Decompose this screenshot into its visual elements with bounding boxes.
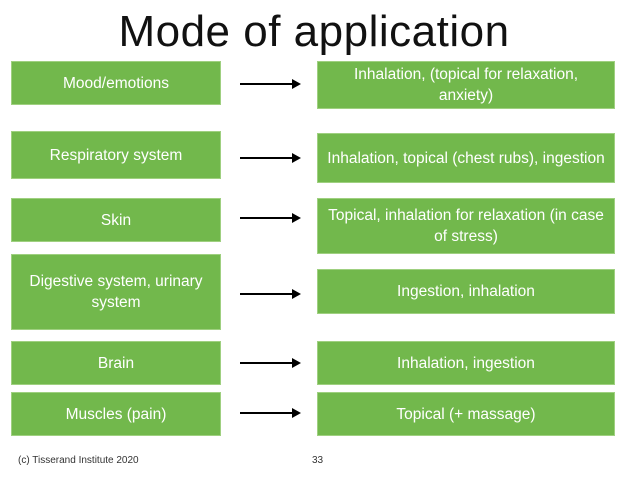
arrow-right-icon — [240, 289, 301, 299]
body-system-label: Brain — [97, 354, 135, 372]
body-system-box: Skin — [11, 198, 221, 242]
application-mode-label: Ingestion, inhalation — [397, 283, 535, 300]
application-mode-label: Inhalation, (topical for relaxation, anx… — [353, 66, 579, 104]
body-system-label: Digestive system, urinary system — [29, 273, 203, 311]
application-mode-label: Inhalation, topical (chest rubs), ingest… — [327, 149, 605, 167]
application-mode-label: Topical (+ massage) — [396, 405, 536, 423]
body-system-label: Respiratory system — [49, 146, 183, 164]
application-mode-box: Inhalation, topical (chest rubs), ingest… — [317, 133, 615, 183]
body-system-label: Mood/emotions — [63, 74, 169, 92]
arrow-right-icon — [240, 358, 301, 368]
application-mode-box: Ingestion, inhalation — [317, 269, 615, 314]
body-system-label: Muscles (pain) — [65, 405, 167, 423]
body-system-box: Mood/emotions — [11, 61, 221, 105]
body-system-box: Muscles (pain) — [11, 392, 221, 436]
page-number: 33 — [312, 455, 324, 466]
arrow-right-icon — [240, 408, 301, 418]
copyright-text: (c) Tisserand Institute 2020 — [18, 455, 139, 466]
body-system-box: Digestive system, urinary system — [11, 254, 221, 330]
arrow-right-icon — [240, 79, 301, 89]
application-mode-box: Inhalation, (topical for relaxation, anx… — [317, 61, 615, 109]
arrow-right-icon — [240, 153, 301, 163]
application-mode-box: Topical (+ massage) — [317, 392, 615, 436]
page-title: Mode of application — [118, 7, 510, 56]
body-system-box: Respiratory system — [11, 131, 221, 179]
body-system-box: Brain — [11, 341, 221, 385]
arrow-right-icon — [240, 213, 301, 223]
application-mode-label: Topical, inhalation for relaxation (in c… — [328, 207, 604, 245]
application-mode-box: Inhalation, ingestion — [317, 341, 615, 385]
application-mode-box: Topical, inhalation for relaxation (in c… — [317, 198, 615, 254]
body-system-label: Skin — [100, 211, 132, 229]
application-mode-label: Inhalation, ingestion — [397, 354, 535, 372]
